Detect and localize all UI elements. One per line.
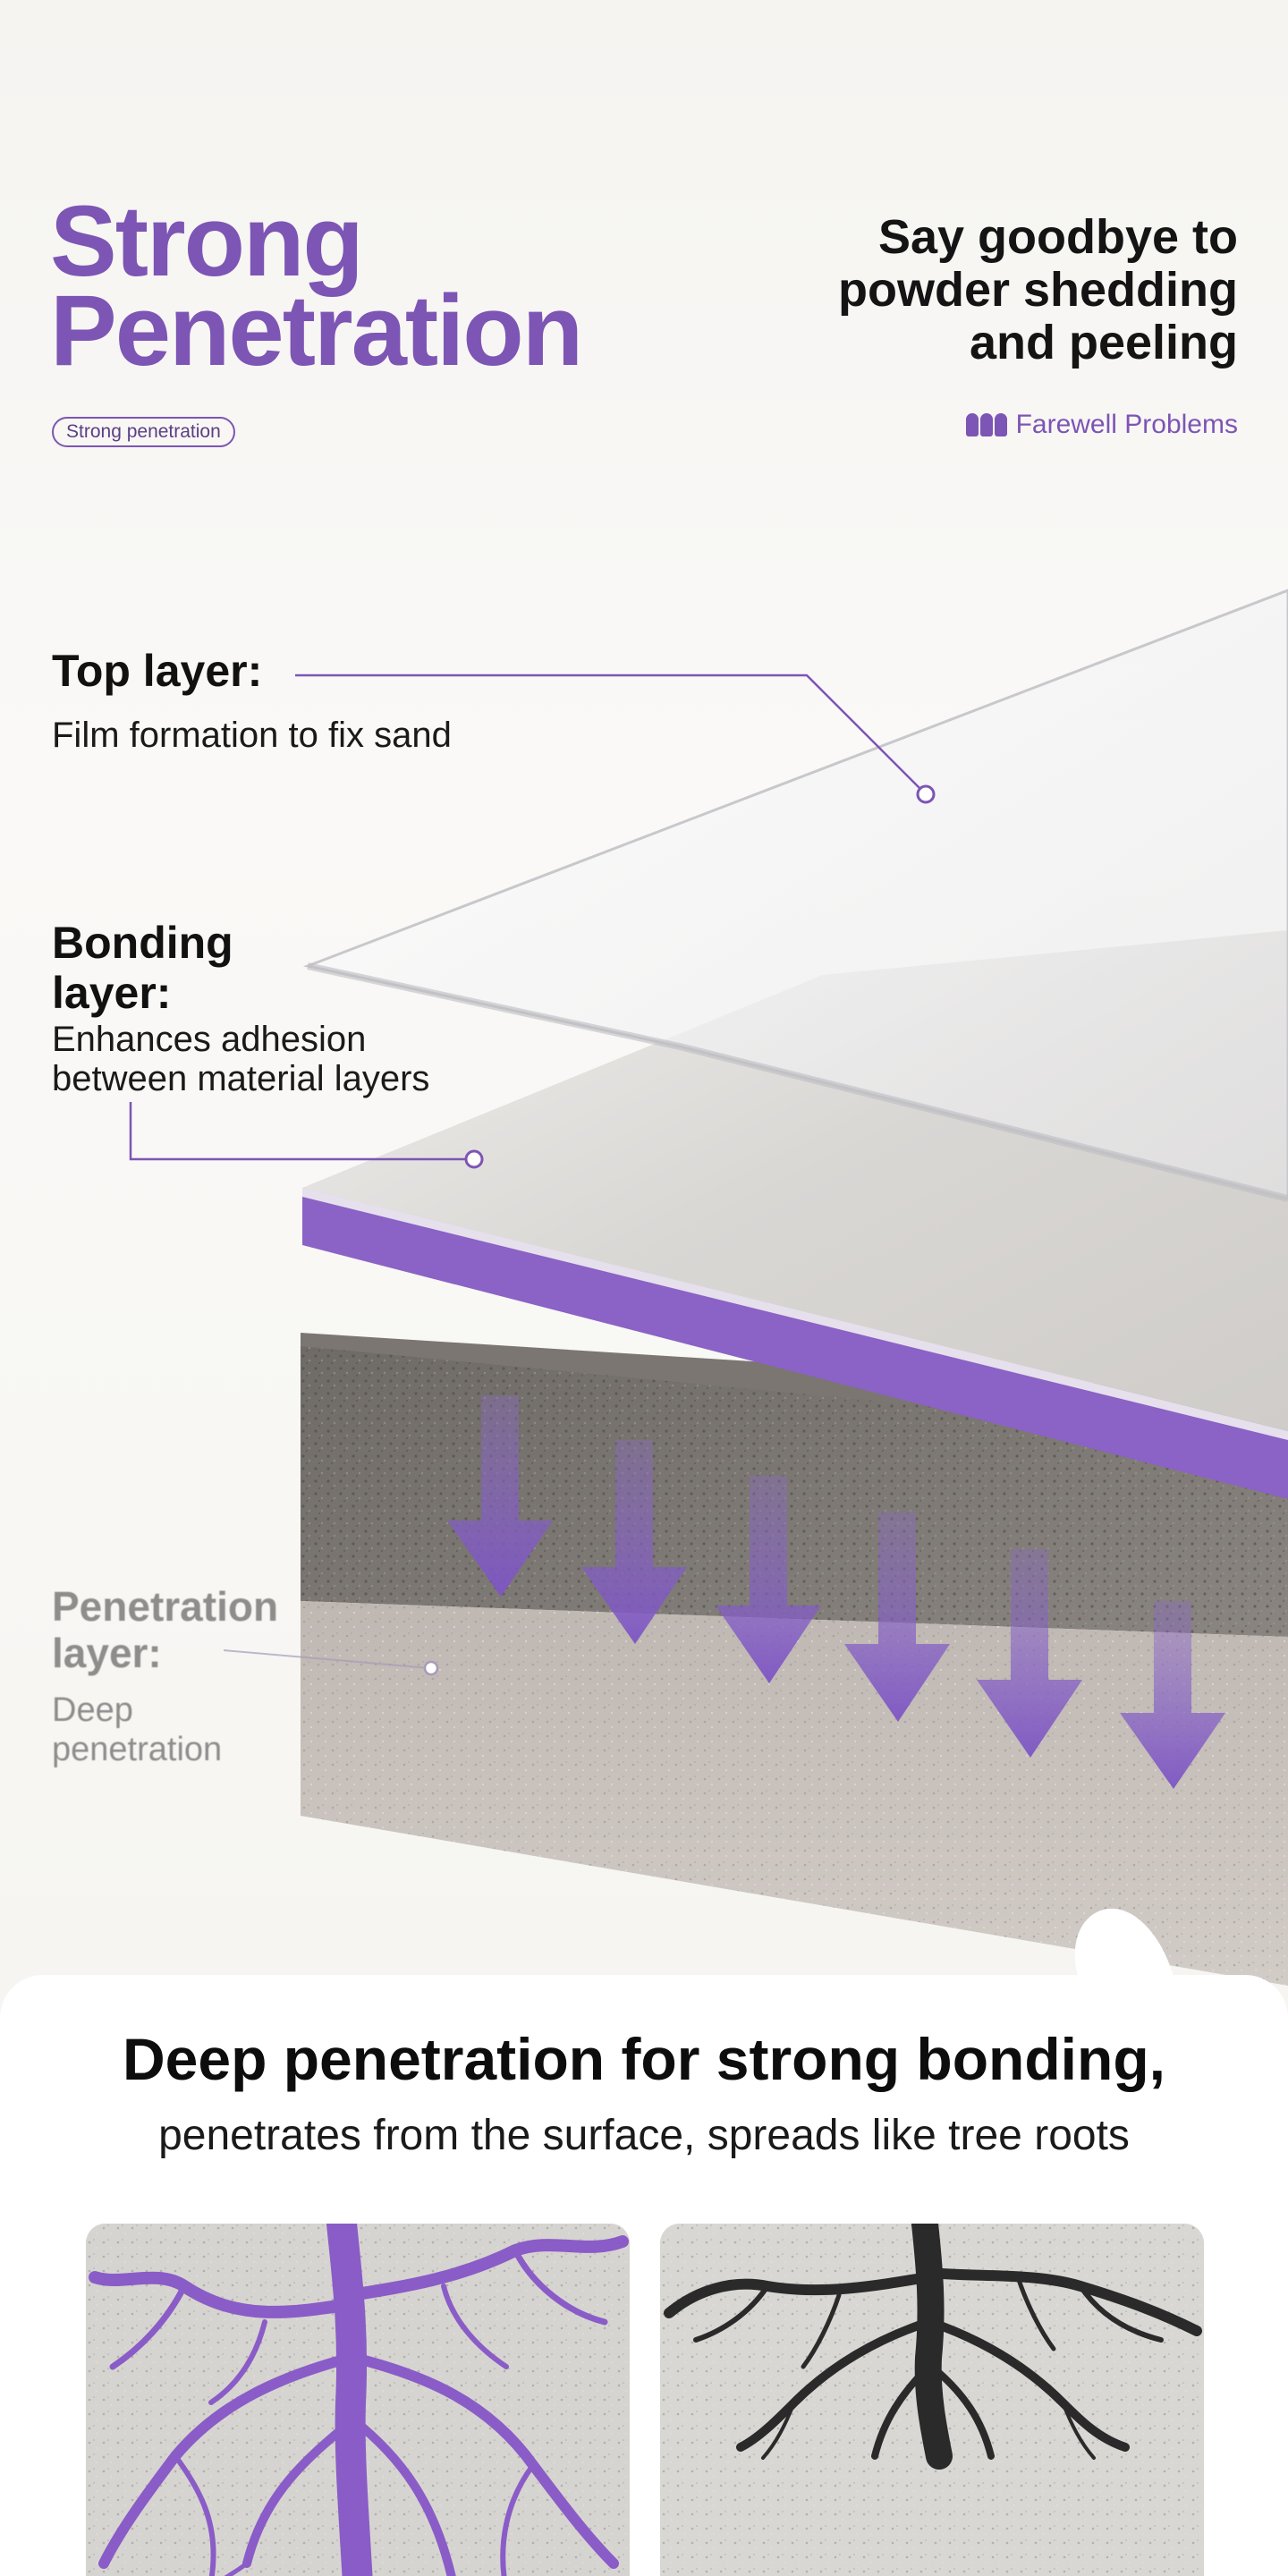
slogan-line1: Say goodbye to (877, 210, 1238, 264)
hero-title-line2: Penetration (50, 275, 583, 386)
dark-roots-image (660, 2224, 1204, 2576)
penetration-layer-title-line2: layer: (52, 1630, 162, 1676)
brand: Farewell Problems (965, 410, 1238, 440)
layer-illustration (129, 589, 1288, 1986)
top-layer-title: Top layer: (52, 646, 263, 696)
bonding-layer-desc-line2: between material layers (52, 1059, 430, 1098)
bonding-layer-desc: Enhances adhesion between material layer… (52, 1020, 429, 1098)
arrow-down-icon (447, 1395, 1225, 1789)
bottom-card-subtitle: penetrates from the surface, spreads lik… (158, 2112, 1130, 2159)
penetration-layer-desc: Deep penetration (52, 1690, 222, 1769)
slogan-line2: powder shedding (837, 263, 1238, 317)
bonding-layer-title-line1: Bonding (52, 918, 233, 968)
slogan: Say goodbye to powder shedding and peeli… (773, 211, 1238, 369)
penetration-layer-desc-line2: penetration (52, 1731, 223, 1768)
strong-penetration-tag: Strong penetration (52, 417, 235, 447)
bottom-card-title: Deep penetration for strong bonding, (123, 2026, 1165, 2092)
tree-roots-icon (86, 2224, 630, 2576)
bonding-layer-title: Bonding layer: (52, 918, 233, 1018)
hero-title-line1: Strong (50, 185, 364, 297)
purple-roots-image (86, 2224, 630, 2576)
bonding-layer-desc-line1: Enhances adhesion (52, 1020, 367, 1059)
penetration-layer-title: Penetration layer: (52, 1583, 278, 1676)
hero-title: Strong Penetration (50, 185, 583, 386)
tree-roots-icon (660, 2224, 1204, 2576)
brand-logo-icon (965, 413, 1007, 436)
top-layer-desc: Film formation to fix sand (52, 716, 452, 755)
penetration-layer-title-line1: Penetration (52, 1583, 279, 1630)
bonding-layer-title-line2: layer: (52, 968, 172, 1018)
penetration-layer-desc-line1: Deep (52, 1691, 133, 1729)
brand-name: Farewell Problems (1015, 410, 1238, 439)
slogan-line3: and peeling (969, 316, 1238, 369)
